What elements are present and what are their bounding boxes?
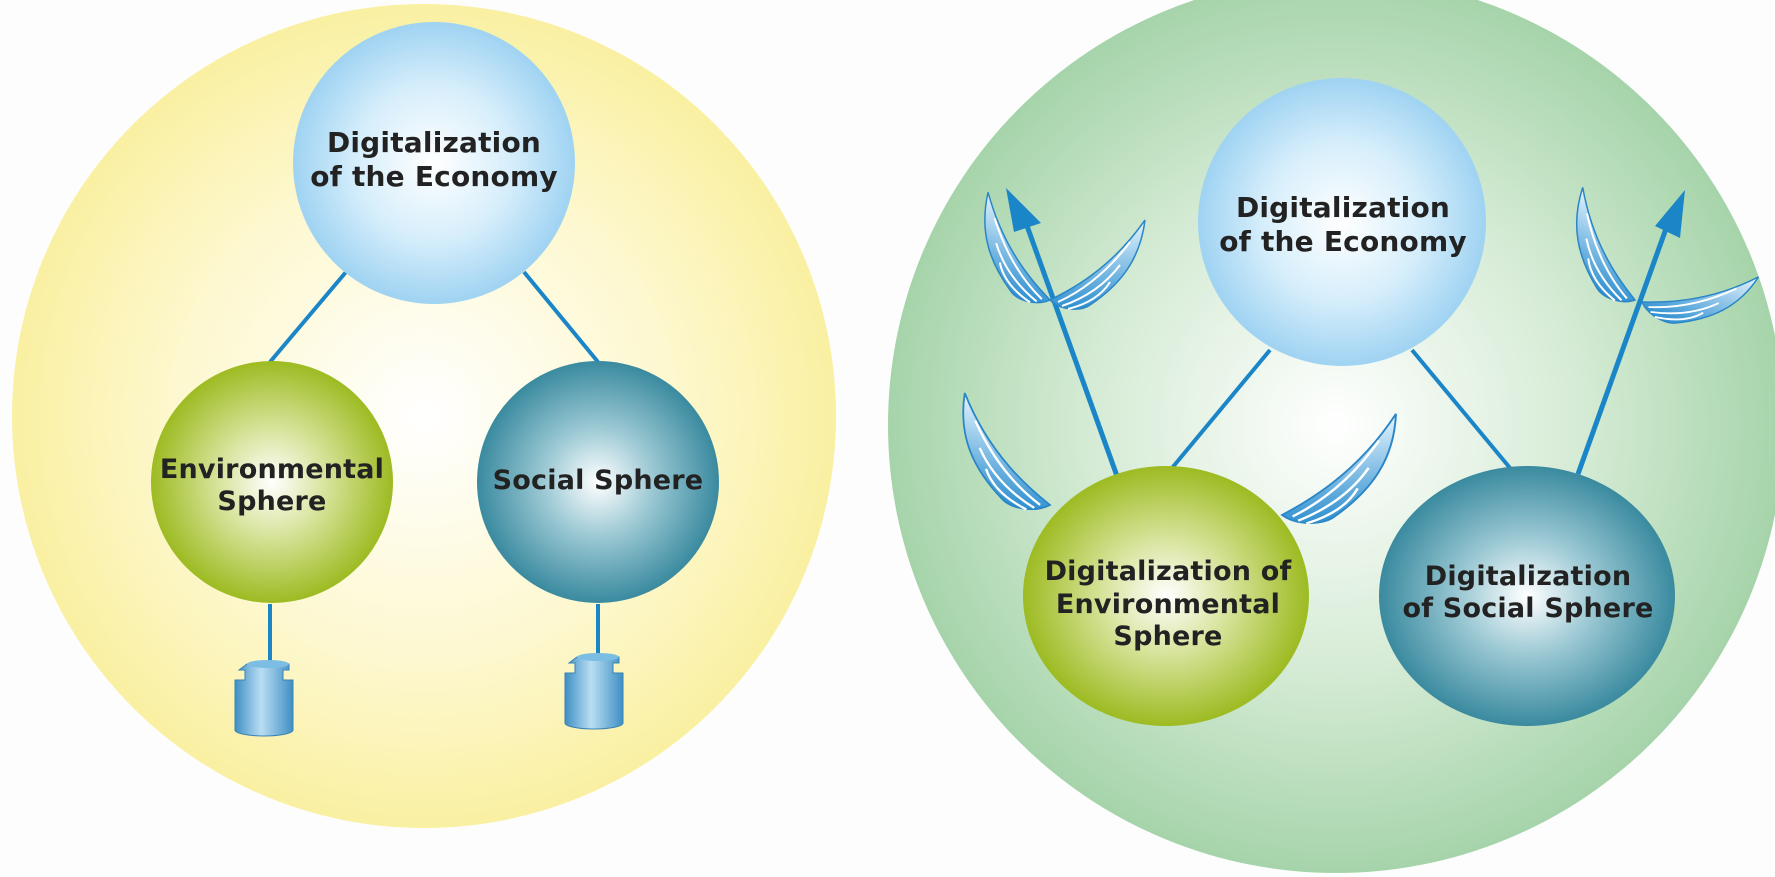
label-line: Environmental (1055, 588, 1281, 620)
connector-line (1170, 348, 1272, 470)
left-background-circle (12, 4, 836, 828)
left-environmental-label: Environmental Sphere (150, 436, 394, 536)
social-node (1379, 466, 1675, 726)
right-social-label: Digitalization of Social Sphere (1380, 548, 1676, 638)
label-line: of the Economy (1219, 225, 1467, 258)
label-line: Environmental (159, 453, 385, 485)
right-environmental-label: Digitalization of Environmental Sphere (1026, 540, 1310, 670)
environmental-node (151, 361, 393, 603)
connector-line (268, 270, 348, 364)
right-economy-label: Digitalization of the Economy (1200, 175, 1486, 275)
label-line: of the Economy (310, 160, 558, 193)
social-node (477, 361, 719, 603)
arrow-head-icon (1006, 188, 1041, 232)
arrow-shaft (1575, 211, 1675, 475)
environmental-node (1023, 466, 1309, 726)
arrow-head-icon (1655, 190, 1685, 238)
label-line: Sphere (1113, 621, 1223, 653)
label-line: Digitalization of (1044, 556, 1292, 588)
right-diagram (888, 0, 1775, 873)
arrow-shaft (1019, 211, 1120, 477)
connector-line (1410, 348, 1512, 470)
label-line: Digitalization (1235, 191, 1451, 225)
left-social-label: Social Sphere (476, 446, 720, 516)
economy-node (293, 22, 575, 304)
label-line: Digitalization (326, 126, 542, 160)
left-economy-label: Digitalization of the Economy (294, 110, 574, 210)
label-line: Digitalization (1424, 560, 1632, 592)
label-line: of Social Sphere (1402, 593, 1654, 624)
left-diagram (12, 4, 836, 828)
economy-node (1198, 78, 1486, 366)
label-line: Sphere (217, 486, 327, 517)
connector-line (522, 270, 600, 364)
label-line: Social Sphere (492, 464, 704, 496)
